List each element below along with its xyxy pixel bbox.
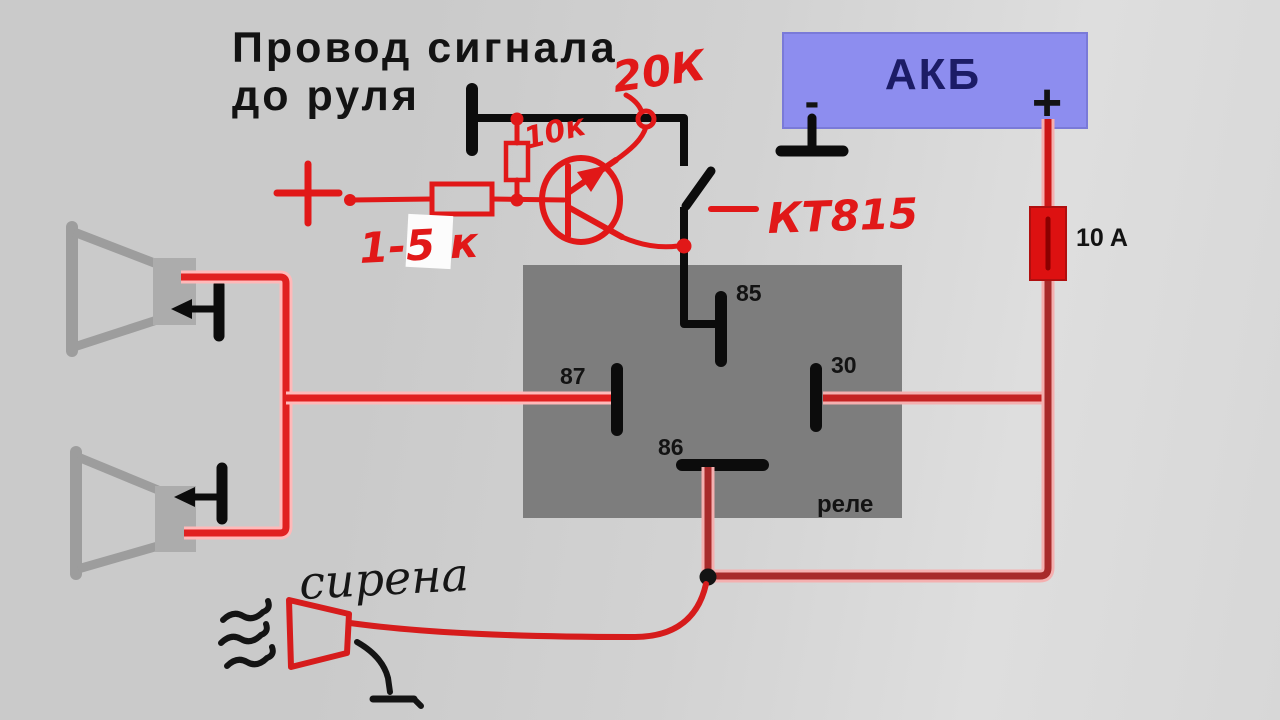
bottom-junction-dot (699, 568, 717, 586)
horn-upper-terminal-icon (188, 279, 225, 342)
fuse-rating-label: 10 A (1076, 224, 1128, 252)
horn-upper-terminal-arrow-icon (171, 299, 192, 319)
battery-body (782, 32, 1088, 129)
wire-resistor-to-base (489, 196, 567, 203)
title-line1: Провод сигнала (232, 24, 618, 72)
transistor-type-label: КТ815 (767, 189, 919, 243)
whiteout-patch (405, 213, 454, 270)
siren-sketch (218, 581, 709, 709)
transistor-circle (539, 155, 623, 245)
pullup-top-dot (510, 112, 524, 126)
battery-positive-wiring (706, 119, 1055, 583)
transistor-arrow-icon (577, 165, 608, 192)
siren-label: сирена (298, 547, 470, 610)
horn-lower-cone-bottom (76, 541, 160, 574)
battery-minus-terminal-icon (775, 113, 849, 157)
pullup-resistor-label: 20К (610, 40, 711, 102)
pin30-label: 30 (831, 352, 857, 378)
wire-plus-to-resistor (349, 196, 435, 203)
horn-lower (70, 446, 228, 580)
title-line2: до руля (232, 72, 420, 120)
siren-sound-waves-icon (218, 598, 276, 669)
pullup-pointer-line (623, 92, 644, 113)
battery-minus-symbol: - (805, 77, 820, 126)
pin87-label: 87 (560, 363, 586, 389)
relay-label: реле (817, 491, 873, 518)
signal-wire (466, 83, 716, 328)
emitter-to-switch-curve (619, 234, 681, 250)
base-junction-dot (510, 193, 524, 207)
fuse: 10 A (1029, 206, 1128, 281)
horn-wiring (181, 270, 611, 540)
horn-lower-terminal-arrow-icon (174, 487, 195, 507)
siren-horn-icon (286, 597, 352, 670)
horn-upper-cone-top (72, 227, 159, 269)
siren-ground-icon (354, 639, 424, 709)
base-resistor-range-label: 1-5 к (358, 218, 481, 273)
horn-lower-terminal-icon (191, 462, 228, 525)
signal-wire-run (476, 114, 688, 166)
control-circuit-sketch (273, 92, 759, 250)
horn-upper (66, 221, 225, 357)
horn-upper-cone-bottom (72, 315, 159, 352)
switch-node-dot (676, 238, 692, 254)
battery-label: АКБ (885, 50, 981, 99)
pin86-label: 86 (658, 434, 684, 460)
battery-box: АКБ - + (775, 32, 1088, 157)
transistor-emitter-line (565, 204, 625, 240)
plus-node-dot (344, 194, 356, 206)
horn-lower-cone-top (76, 452, 160, 495)
pin85-label: 85 (736, 280, 762, 306)
wire-fuse-to-bottom-rail (706, 279, 1052, 580)
collector-to-ring-curve (613, 124, 649, 163)
resistor-1-5k-body (429, 181, 495, 217)
wire-siren-to-rail (347, 581, 709, 641)
positive-supply-plus-icon (273, 160, 343, 227)
switch-blade-icon (681, 166, 716, 211)
horn-bus-wire (181, 273, 290, 537)
resistor-10k-body (503, 140, 531, 183)
relay-pins (611, 291, 822, 471)
